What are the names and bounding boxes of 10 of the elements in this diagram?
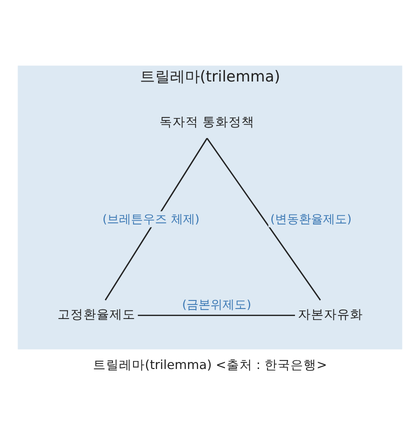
connector xyxy=(138,314,295,316)
connector xyxy=(206,137,321,300)
edge-label: (금본위제도) xyxy=(182,296,252,311)
node-text: 자본자유화 xyxy=(298,306,363,321)
edge-label: (변동환율제도) xyxy=(270,211,352,226)
node-text: 독자적 통화정책 xyxy=(160,114,255,129)
edge-label: (브레튼우즈 체제) xyxy=(102,211,200,226)
node-text: 고정환율제도 xyxy=(57,306,136,321)
caption: 트릴레마(trilemma) <출처 : 한국은행> xyxy=(92,356,328,372)
connector xyxy=(104,137,208,300)
